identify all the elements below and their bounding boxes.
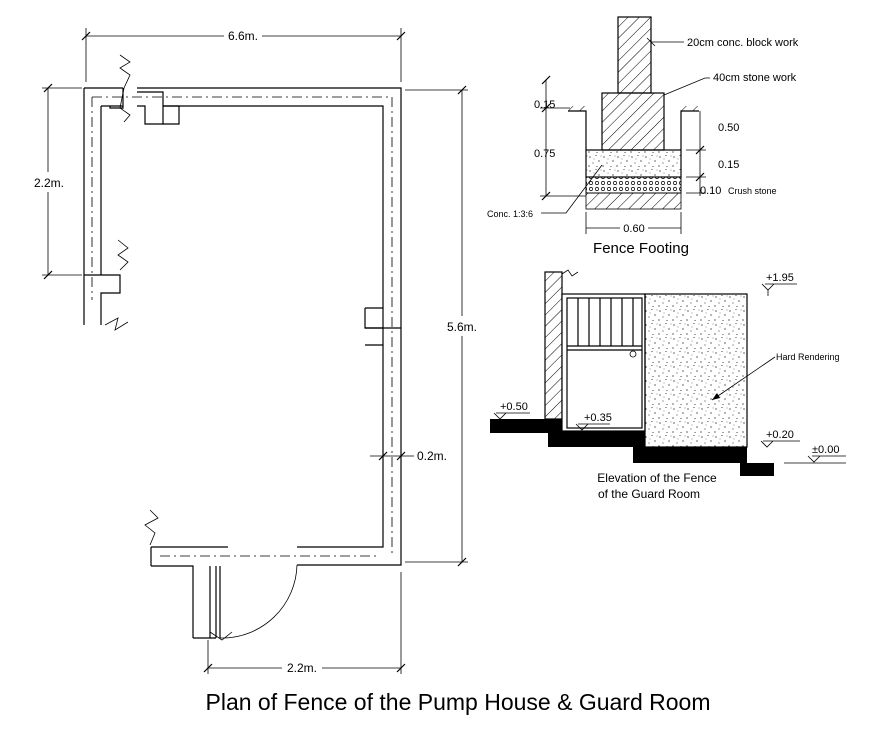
concrete-base [585, 149, 682, 178]
crush-stone [585, 176, 682, 194]
dim-wall: 0.2m. [370, 449, 447, 463]
rendered-wall [644, 293, 748, 448]
svg-text:+0.50: +0.50 [500, 401, 528, 413]
plan-pilasters [84, 88, 384, 346]
elevation-pier [544, 271, 563, 420]
dim-010: 0.10 [700, 185, 721, 197]
dim-060: 0.60 [623, 223, 644, 235]
dim-015-right: 0.15 [718, 159, 739, 171]
svg-text:+0.35: +0.35 [584, 412, 612, 424]
svg-text:+1.95: +1.95 [766, 272, 794, 284]
door-swing-arc [219, 564, 298, 639]
dim-left: 2.2m. [34, 83, 82, 280]
dim-top-label: 6.6m. [228, 29, 258, 43]
dim-top: 6.6m. [81, 28, 406, 82]
svg-text:+0.20: +0.20 [766, 429, 794, 441]
footing-title: Fence Footing [593, 240, 689, 257]
label-hard-rendering: Hard Rendering [776, 352, 840, 362]
dim-075: 0.75 [534, 148, 555, 160]
dim-right-label: 5.6m. [447, 320, 477, 334]
fence-footing-section: 0.15 0.75 0.50 0.15 0.10 Crush stone 0.6… [487, 16, 799, 257]
label-concrete: Conc. 1:3:6 [487, 209, 533, 219]
level-050: +0.50 [493, 401, 530, 420]
level-195: +1.95 [761, 272, 797, 296]
dim-050: 0.50 [718, 122, 739, 134]
dim-left-label: 2.2m. [34, 176, 64, 190]
svg-text:±0.00: ±0.00 [812, 444, 839, 456]
dim-015-left: 0.15 [534, 99, 555, 111]
gate-panel [561, 293, 646, 432]
label-crush-stone: Crush stone [728, 186, 777, 196]
plan-right-wall [297, 327, 401, 548]
label-stone-work: 40cm stone work [713, 72, 797, 84]
label-block-work: 20cm conc. block work [687, 37, 799, 49]
dim-right: 5.6m. [405, 85, 477, 567]
gate-handle-icon [629, 350, 637, 358]
stone-work [601, 92, 665, 151]
elevation-title-2: of the Guard Room [598, 487, 700, 501]
plan-break-lines [104, 54, 233, 641]
dim-bottom: 2.2m. [203, 572, 406, 675]
dim-wall-label: 0.2m. [417, 449, 447, 463]
drawing-title: Plan of Fence of the Pump House & Guard … [206, 689, 711, 715]
fence-plan: 6.6m. 2.2m. 5.6m. 0.2m. [34, 28, 477, 675]
block-work [617, 16, 652, 94]
level-035: +0.35 [575, 412, 612, 431]
level-020: +0.20 [760, 429, 800, 448]
plan-bottom-return [150, 546, 380, 639]
plan-top-wall [83, 87, 402, 566]
fence-elevation: +1.95 +0.50 +0.35 +0.20 ±0.00 Hard Rende… [490, 269, 846, 501]
level-000: ±0.00 [784, 444, 846, 464]
elevation-title-1: Elevation of the Fence [597, 471, 717, 485]
stepped-base [490, 419, 774, 476]
earth [585, 192, 682, 210]
dim-bottom-label: 2.2m. [287, 661, 317, 675]
